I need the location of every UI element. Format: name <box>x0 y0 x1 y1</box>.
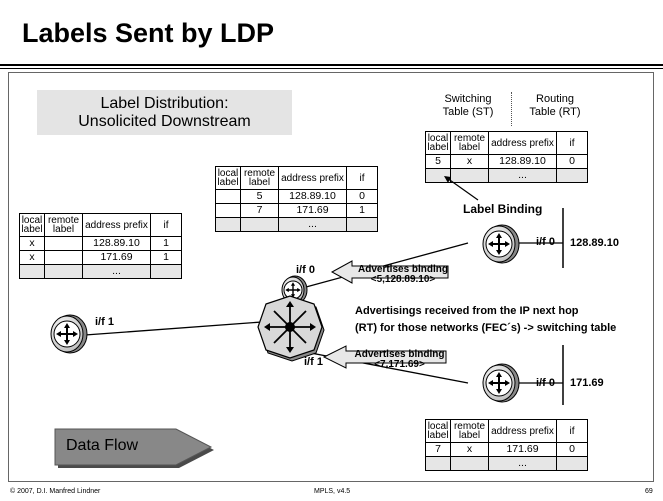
cell-ellipsis: ... <box>82 264 151 279</box>
table-row: ... <box>425 456 588 471</box>
label-binding-text: Label Binding <box>463 202 543 216</box>
router-bottom-right-icon <box>482 363 520 403</box>
data-flow-label: Data Flow <box>66 437 139 454</box>
cell-ellipsis: ... <box>488 168 557 183</box>
title-rule-thin <box>0 68 663 69</box>
distribution-mode-line2: Unsolicited Downstream <box>78 113 251 130</box>
header-address-prefix: address prefix <box>488 131 557 155</box>
switching-table-heading: Switching Table (ST) <box>428 93 508 119</box>
router-left-icon <box>50 314 88 354</box>
network-bottom-prefix: 171.69 <box>570 377 604 389</box>
title-rule <box>0 64 663 66</box>
note-line1: Advertisings received from the IP next h… <box>355 305 579 317</box>
header-if: if <box>150 213 182 237</box>
data-flow-arrow <box>54 428 213 466</box>
st-rt-divider <box>511 92 512 126</box>
distribution-mode-box: Label Distribution: Unsolicited Downstre… <box>37 90 292 135</box>
cell-ellipsis: ... <box>488 456 557 471</box>
switching-heading-line2: Table (ST) <box>442 106 494 118</box>
label-switch-router-icon <box>257 295 325 362</box>
router-top-right-icon <box>482 224 520 264</box>
iface-if0-center: i/f 0 <box>296 264 315 276</box>
footer-copyright: © 2007, D.I. Manfred Lindner <box>10 488 101 495</box>
link-bottom-right <box>294 349 469 384</box>
label-binding-arrow <box>446 177 479 201</box>
link-left <box>84 321 263 336</box>
advertise-bottom-line1: Advertises binding <box>354 349 445 360</box>
advertisings-note: Advertisings received from the IP next h… <box>355 303 616 337</box>
switching-heading-line1: Switching <box>444 93 492 105</box>
footer-course: MPLS, v4.5 <box>314 488 351 495</box>
advertise-top-line1: Advertises binding <box>358 264 449 275</box>
advertise-bottom-line2: <7,171.69> <box>374 359 425 370</box>
header-remote-label: remote label <box>44 213 83 237</box>
table-row: ... <box>215 217 378 232</box>
label-binding-arrowhead <box>444 176 451 183</box>
iface-if0-bottom: i/f 0 <box>536 377 555 389</box>
table-row: ... <box>19 264 182 279</box>
table-row: ... <box>425 168 588 183</box>
iface-if0-top: i/f 0 <box>536 236 555 248</box>
advertise-top-line2: <5,128.89.10> <box>370 274 436 285</box>
slide-title: Labels Sent by LDP <box>22 18 275 48</box>
footer-page-number: 69 <box>645 488 653 495</box>
header-remote-label: remote label <box>240 166 279 190</box>
distribution-mode-line1: Label Distribution: <box>100 95 229 112</box>
routing-heading-line1: Routing <box>536 93 574 105</box>
iface-if1-center: i/f 1 <box>304 356 323 368</box>
advertise-arrow-top <box>330 260 449 284</box>
advertise-top-label: Advertises binding <5,128.89.10> <box>358 265 448 285</box>
advertise-arrow-bottom <box>322 345 447 369</box>
routing-table-heading: Routing Table (RT) <box>515 93 595 119</box>
header-local-label: local label <box>19 213 45 237</box>
network-top-prefix: 128.89.10 <box>570 237 619 249</box>
routing-heading-line2: Table (RT) <box>529 106 581 118</box>
note-line2: (RT) for those networks (FEC´s) -> switc… <box>355 322 617 334</box>
cell-ellipsis: ... <box>278 217 347 232</box>
iface-if1-left: i/f 1 <box>95 316 114 328</box>
advertise-bottom-label: Advertises binding <7,171.69> <box>352 350 447 370</box>
content-frame <box>8 72 654 482</box>
